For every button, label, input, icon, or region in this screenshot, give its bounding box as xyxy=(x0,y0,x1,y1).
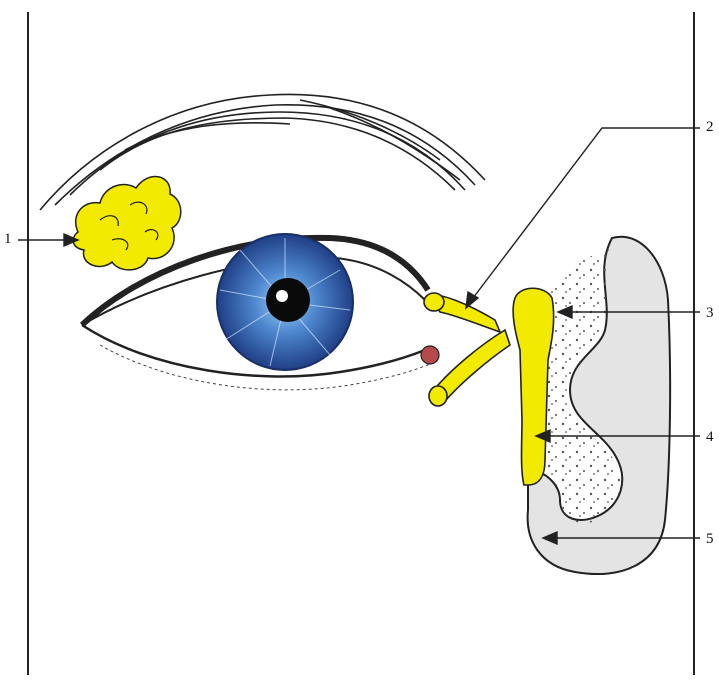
label-4: 4 xyxy=(706,430,714,445)
label-5: 5 xyxy=(706,532,714,547)
caruncle xyxy=(421,346,439,364)
lacrimal-duct-system xyxy=(424,288,554,485)
label-1: 1 xyxy=(4,232,12,247)
lacrimal-gland xyxy=(73,177,181,270)
label-2: 2 xyxy=(706,120,714,135)
label-3: 3 xyxy=(706,306,714,321)
pupil xyxy=(266,278,310,322)
nasal-cavity xyxy=(528,237,671,574)
